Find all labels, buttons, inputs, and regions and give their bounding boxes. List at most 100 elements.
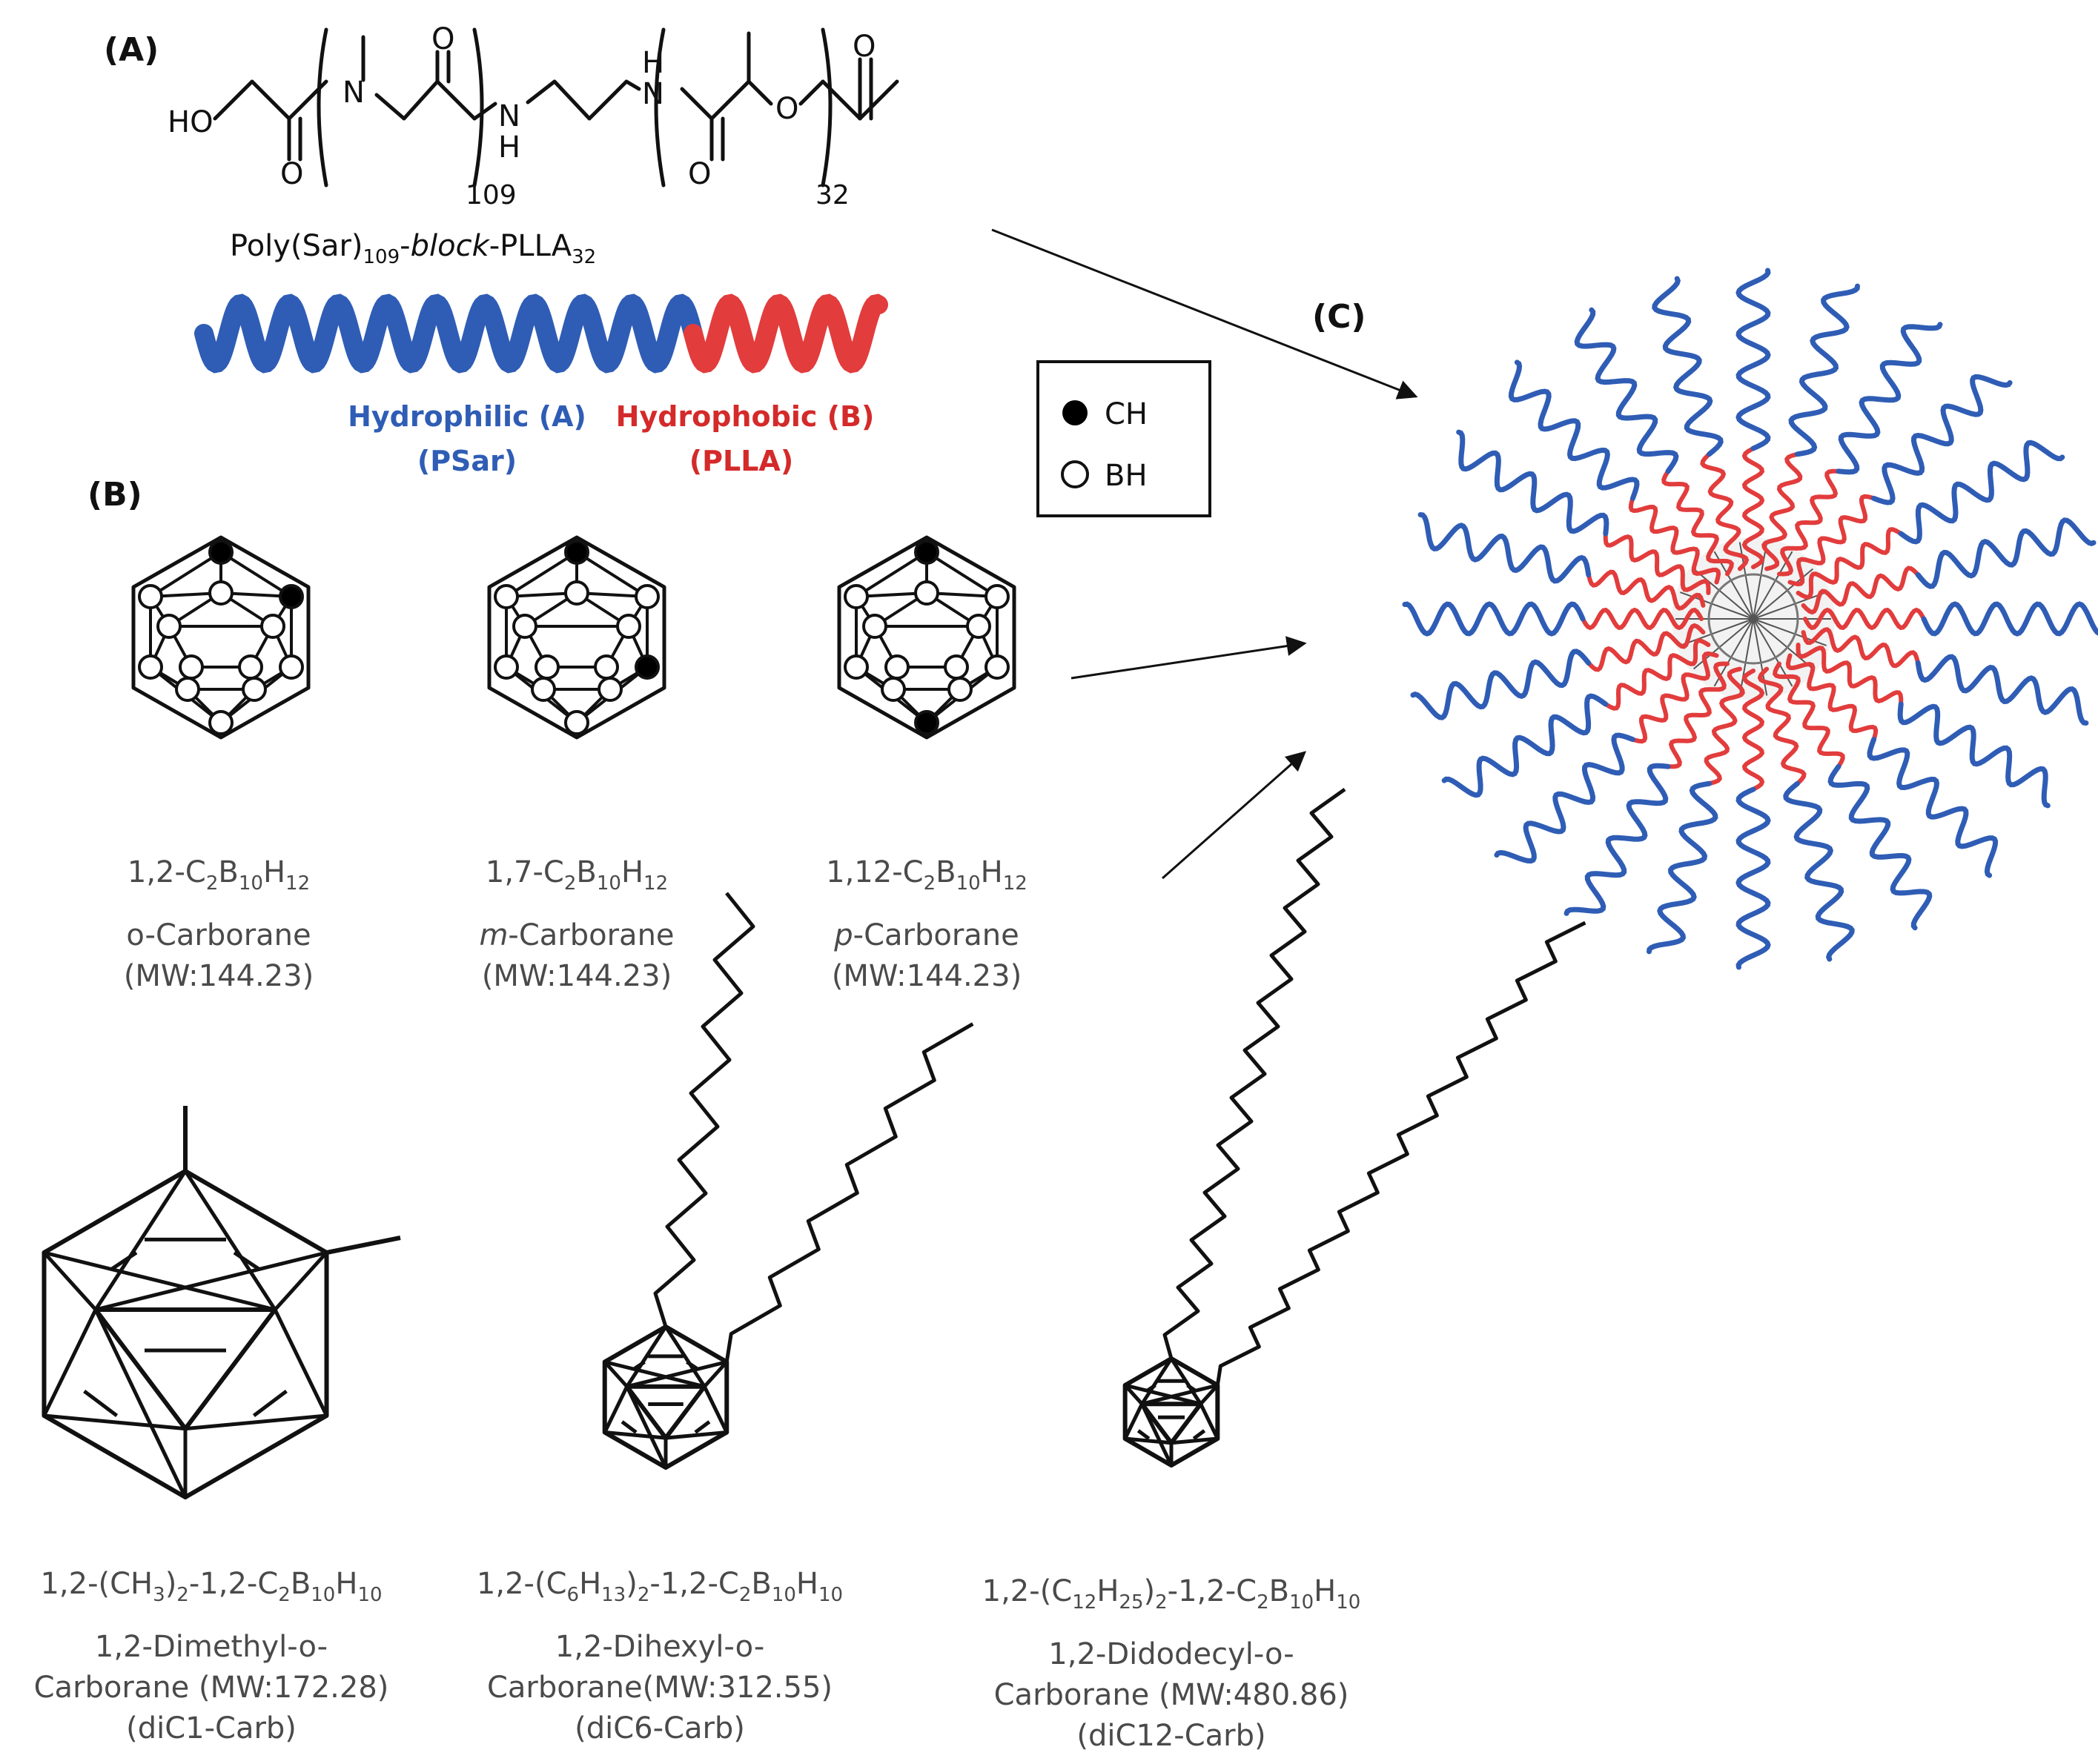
didodecyl-carborane-structure [1122,787,1586,1468]
hydrophilic-coil [194,294,703,374]
hydrophobic-chain [1741,669,1765,791]
hydrophobic-chain [1700,453,1750,571]
hydrophilic-chain [1897,701,2051,809]
cage-inner-face [93,1307,277,1431]
core-cage-ring [1707,573,1799,665]
cage-edge [183,1170,277,1311]
arrow-carborane-to-micelle [1070,636,1307,680]
alkyl-chain [1215,921,1586,1386]
cage-edge [703,1385,729,1433]
hydrophobic-chain [1757,666,1807,785]
hydrophilic-chain [1402,601,1586,637]
hydrophilic-chain [1494,732,1635,864]
cage-hidden-edge [1192,1429,1206,1440]
polymer-name: Poly(Sar)109-block-PLLA32 [230,229,596,268]
carborane-formula: 1,12-C2B10H12 [826,855,1028,895]
cage-edge [1123,1403,1144,1440]
hydrophobic-chain [1787,494,1875,587]
cage-inner-face [624,1384,707,1441]
cage-edge [625,1325,668,1388]
cage-edge [185,1413,327,1431]
dimethyl-carborane-structure [42,1106,401,1499]
hydrophobic-chain [1773,661,1845,768]
core-cage-edge [1753,618,1814,670]
atom-o: O [280,157,303,191]
dihexyl-carborane-structure [602,892,974,1470]
hydrophobic-chain [1704,666,1745,786]
derivative-name-line2: Carborane (MW:172.28) [34,1671,389,1705]
cage-outline [487,535,666,740]
bh-vertex-icon [564,710,589,735]
hydrophobic-chain [1603,533,1711,595]
atom-o: O [853,30,876,64]
carborane-mw: (MW:144.23) [124,959,314,993]
cage-hidden-edge [632,1360,646,1371]
arrow-derivative-to-micelle [1162,751,1307,880]
hydrophobic-chain [1628,497,1721,585]
derivative-name-line2: Carborane (MW:480.86) [994,1678,1349,1712]
hydrophobic-chain [1604,638,1711,711]
bh-vertex-icon [156,614,182,639]
core-cage-edge [1679,618,1754,646]
p-carborane-structure [837,535,1016,740]
carborane-mw: (MW:144.23) [832,959,1022,993]
ch-vertex-icon [914,710,939,735]
bh-vertex-icon [944,654,969,680]
cage-edge [625,1385,668,1469]
bh-vertex-icon [914,580,939,606]
cage-edge [219,551,293,598]
derivative-name-line2: Carborane(MW:312.55) [487,1671,833,1705]
cage-edge [604,1430,666,1440]
cage-edge [1199,1384,1220,1405]
legend-bh-label: BH [1105,459,1148,493]
carborane-name: m-Carborane [479,918,674,952]
cage-edge [925,551,999,598]
hydrophilic-label: Hydrophilic (A) [348,400,586,433]
hydrophobic-sublabel: (PLLA) [689,445,793,477]
bh-vertex-icon [862,614,887,639]
hydrophobic-label: Hydrophobic (B) [616,400,875,433]
cage-edge [44,1413,186,1431]
atom-h: H [642,46,664,80]
legend-ch-label: CH [1105,397,1148,431]
ch-vertex-icon [635,654,660,680]
derivative-formula: 1,2-(C6H13)2-1,2-C2B10H10 [477,1567,843,1606]
bh-vertex-icon [494,584,519,609]
cage-edge [93,1308,188,1499]
cage-hidden-edge [621,1420,638,1434]
ch-vertex-icon [564,540,589,565]
bh-vertex-icon [844,584,869,609]
atom-o: O [688,157,711,191]
ch-vertex-icon [208,540,234,565]
bh-vertex-icon [512,614,537,639]
o-carborane-structure [131,535,311,740]
carborane-labels: 1,2-C2B10H12 o-Carborane (MW:144.23) 1,7… [124,855,1028,993]
alkyl-chain [1162,787,1346,1359]
bh-vertex-icon [242,677,267,702]
cage-edge [95,1250,328,1312]
hydrophilic-chain [1410,649,1592,720]
atom-n: N [642,77,664,111]
hydrophobic-chain [1661,470,1734,577]
cage-edge [505,551,578,598]
cage-hidden-edge [694,1420,711,1434]
carborane-mw: (MW:144.23) [482,959,672,993]
hydrophilic-chain [1508,359,1640,501]
cage-hidden-edge [233,1250,260,1271]
m-carborane-structure [487,535,666,740]
bh-vertex-icon [208,710,234,735]
alkyl-chain [653,892,755,1327]
cage-hidden-edge [1146,1383,1156,1393]
cage-edge [1171,1436,1218,1445]
cage-edge [1169,1357,1202,1405]
hydrophobic-chain [1667,661,1730,769]
bh-vertex-icon [175,677,200,702]
bh-vertex-icon [179,654,204,680]
core-cage-edge [1753,591,1827,620]
hydrophobic-chain [1803,607,1925,631]
hydrophobic-chain [1741,447,1765,569]
cage-edge [43,1250,276,1312]
cage-edge [1123,1384,1144,1405]
derivative-abbrev: (diC6-Carb) [575,1711,745,1745]
